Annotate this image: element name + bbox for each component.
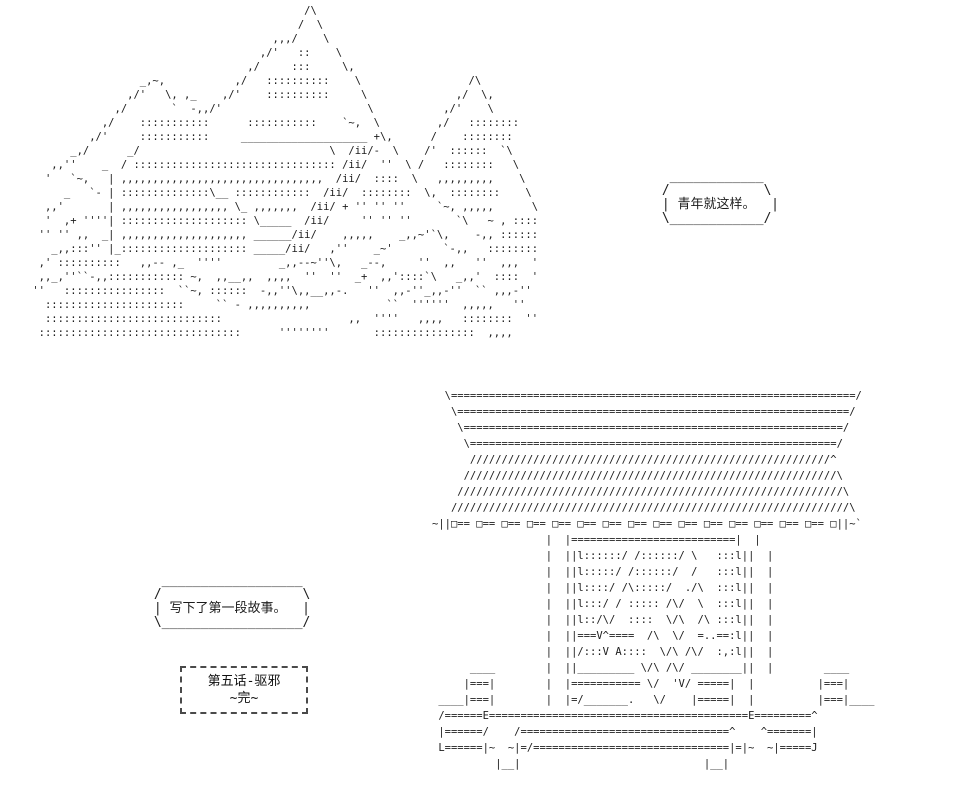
chapter-title: 第五话-驱邪: [207, 674, 281, 689]
mountain-ascii-art: /\ / \ ,,,/ \ ,/' :: \ ,/ :::: [32, 5, 539, 339]
speech-bubble-story: __________________ / \ | 写下了第一段故事。 | \__…: [153, 573, 311, 630]
shrine-ascii-art: \=======================================…: [432, 390, 875, 770]
chapter-title-box: 第五话-驱邪 ~完~: [180, 666, 308, 714]
speech-bubble-youth: ____________ / \ | 青年就这样。 | \___________…: [661, 169, 779, 226]
chapter-end-mark: ~完~: [229, 691, 259, 706]
